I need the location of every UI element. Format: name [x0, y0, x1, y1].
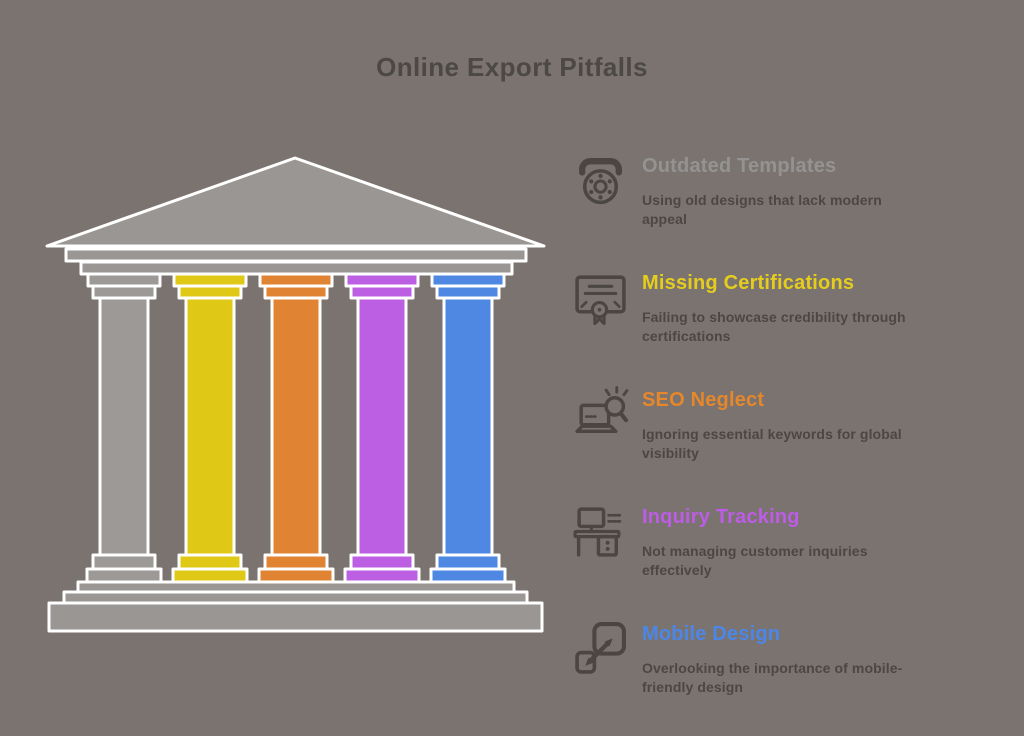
pillar-2 — [171, 272, 249, 585]
pediment — [45, 156, 546, 248]
pillar-5 — [429, 272, 507, 585]
item-description: Ignoring essential keywords for global v… — [642, 426, 902, 461]
item-description: Using old designs that lack modern appea… — [642, 192, 882, 227]
page-title: Online Export Pitfalls — [376, 52, 648, 82]
certificate-icon — [572, 268, 629, 325]
item-description: Not managing customer inquiries effectiv… — [642, 543, 868, 578]
pillar-4 — [343, 272, 421, 585]
item-title: Inquiry Tracking — [642, 506, 800, 528]
list-item-outdated-templates: Outdated Templates Using old designs tha… — [572, 151, 952, 228]
responsive-design-icon — [572, 619, 629, 676]
step-bottom — [47, 601, 544, 633]
temple-illustration — [45, 156, 546, 633]
rotary-phone-icon — [572, 151, 629, 208]
item-title: Missing Certifications — [642, 272, 855, 294]
desk-workstation-icon — [572, 502, 629, 559]
list-item-mobile-design: Mobile Design Overlooking the importance… — [572, 619, 952, 696]
architrave — [64, 247, 528, 263]
item-title: Mobile Design — [642, 623, 781, 645]
seo-search-icon-item: SEO Neglect Ignoring essential keywords … — [572, 385, 952, 462]
item-description: Failing to showcase credibility through … — [642, 309, 906, 344]
item-description: Overlooking the importance of mobile-fri… — [642, 660, 903, 695]
seo-search-icon — [572, 385, 629, 442]
pillar-1 — [85, 272, 163, 585]
frieze — [79, 260, 514, 276]
list-item-inquiry-tracking: Inquiry Tracking Not managing customer i… — [572, 502, 952, 579]
list-item-missing-certifications: Missing Certifications Failing to showca… — [572, 268, 952, 345]
pillar-3 — [257, 272, 335, 585]
item-title: Outdated Templates — [642, 155, 837, 177]
pitfall-list: Outdated Templates Using old designs tha… — [572, 151, 952, 736]
item-title: SEO Neglect — [642, 389, 765, 411]
